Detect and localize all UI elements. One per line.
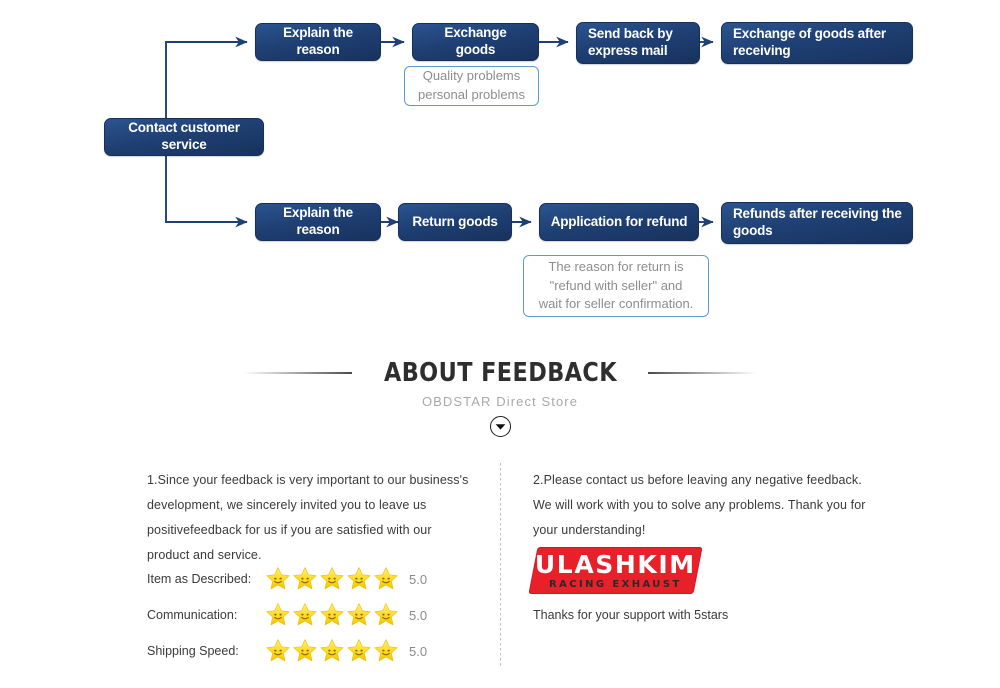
rating-row-item-as-described: Item as Described: 5.0 [147, 565, 427, 593]
flow-node-explain-the-reason-exchange[interactable]: Explain the reason [255, 23, 381, 61]
flow-note-line: "refund with seller" and [549, 277, 683, 293]
star-rating-communication [265, 602, 399, 628]
header-rule-right [648, 372, 757, 374]
flow-node-label: Exchange goods [444, 25, 507, 57]
rating-value: 5.0 [409, 571, 428, 587]
star-icon [293, 567, 317, 590]
about-feedback-header: ABOUT FEEDBACK OBDSTAR Direct Store [0, 358, 1000, 437]
column-divider [500, 463, 501, 668]
star-icon [374, 567, 398, 590]
star-icon [347, 639, 371, 662]
star-icon [266, 639, 290, 662]
star-icon [266, 567, 290, 590]
star-icon [347, 603, 371, 626]
feedback-body: 1.Since your feedback is very important … [0, 455, 1000, 685]
flow-node-explain-the-reason-refund[interactable]: Explain the reason [255, 203, 381, 241]
header-rule-left [243, 372, 352, 374]
flow-node-label: Refunds after receiving the goods [733, 206, 902, 238]
about-feedback-title-row: ABOUT FEEDBACK [0, 358, 1000, 388]
star-icon [320, 639, 344, 662]
flow-node-label: Return goods [412, 213, 498, 229]
flow-note-exchange-reasons: Quality problems personal problems [404, 66, 539, 106]
flow-note-line: Quality problems [422, 68, 521, 84]
logo-brand-name: ULASHKIM [535, 549, 696, 579]
flow-node-application-for-refund[interactable]: Application for refund [539, 203, 699, 241]
flow-node-return-goods[interactable]: Return goods [398, 203, 512, 241]
flow-node-label: Explain the reason [283, 205, 353, 237]
star-icon [320, 567, 344, 590]
page-title: ABOUT FEEDBACK [383, 358, 617, 388]
flow-note-line: wait for seller confirmation. [538, 296, 694, 312]
brand-logo-block: ULASHKIM RACING EXHAUST Thanks for your … [528, 547, 729, 622]
returns-flowchart: Contact customer service Explain the rea… [0, 0, 1000, 340]
star-icon [374, 603, 398, 626]
star-rating-item-as-described [265, 566, 399, 592]
star-icon [293, 603, 317, 626]
rating-label: Communication: [147, 608, 238, 622]
ulashkim-logo: ULASHKIM RACING EXHAUST [528, 547, 703, 594]
flow-node-label: Exchange of goods after receiving [733, 26, 886, 58]
flow-node-contact-customer-service[interactable]: Contact customer service [104, 118, 264, 156]
rating-label: Item as Described: [147, 572, 252, 586]
flow-node-exchange-of-goods-after-receiving[interactable]: Exchange of goods after receiving [721, 22, 913, 64]
feedback-paragraph-right: 2.Please contact us before leaving any n… [533, 472, 866, 537]
ratings-list: Item as Described: 5.0 Communication: 5.… [147, 565, 427, 673]
rating-value: 5.0 [409, 607, 428, 623]
chevron-down-circle-icon[interactable] [489, 416, 511, 437]
rating-row-shipping-speed: Shipping Speed: 5.0 [147, 637, 427, 665]
flow-node-exchange-goods[interactable]: Exchange goods [412, 23, 539, 61]
star-icon [266, 603, 290, 626]
flow-note-line: The reason for return is [548, 258, 684, 274]
logo-tagline: RACING EXHAUST [549, 578, 682, 590]
rating-value: 5.0 [409, 643, 428, 659]
store-name: OBDSTAR Direct Store [421, 394, 579, 409]
flow-node-label: Explain the reason [283, 25, 353, 57]
flow-note-refund-reason: The reason for return is "refund with se… [523, 255, 709, 317]
logo-caption: Thanks for your support with 5stars [533, 608, 729, 622]
star-icon [320, 603, 344, 626]
flow-node-refunds-after-receiving-the-goods[interactable]: Refunds after receiving the goods [721, 202, 913, 244]
star-rating-shipping-speed [265, 638, 399, 664]
star-icon [293, 639, 317, 662]
rating-label: Shipping Speed: [147, 644, 239, 658]
flow-node-send-back-by-express-mail[interactable]: Send back by express mail [576, 22, 700, 64]
rating-row-communication: Communication: 5.0 [147, 601, 427, 629]
flow-note-line: personal problems [418, 87, 525, 102]
feedback-paragraph-left: 1.Since your feedback is very important … [147, 472, 469, 562]
star-icon [347, 567, 371, 590]
flow-node-label: Send back by express mail [588, 26, 673, 58]
flow-node-label: Contact customer service [128, 120, 240, 152]
star-icon [374, 639, 398, 662]
flow-node-label: Application for refund [550, 213, 688, 229]
